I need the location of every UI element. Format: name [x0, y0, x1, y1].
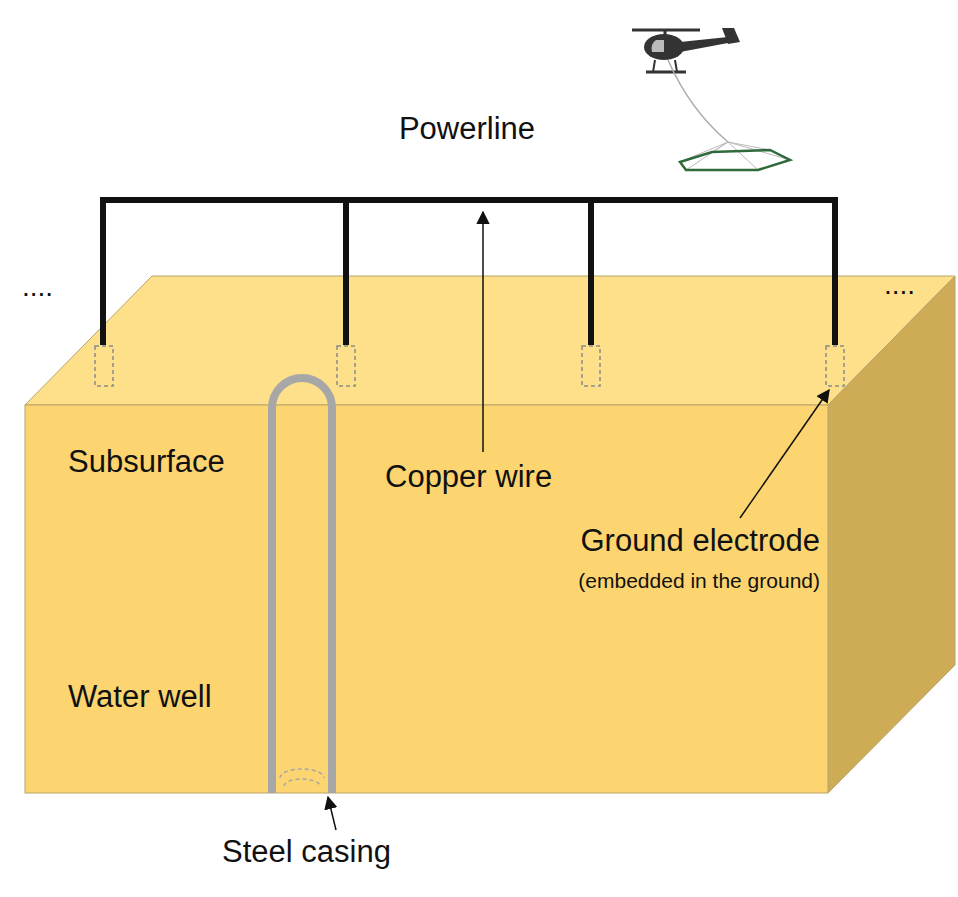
continuation-dots: ....: [22, 272, 53, 303]
suspension-lines: [680, 142, 790, 170]
title-label: Powerline: [399, 112, 535, 146]
casing-end: [284, 779, 320, 786]
part-label: Water well: [68, 680, 212, 714]
ground-electrode: [337, 346, 355, 386]
part-label: Copper wire: [385, 460, 552, 494]
part-label: Ground electrode: [580, 524, 820, 558]
ground-electrode: [582, 346, 600, 386]
tow-cable: [668, 60, 728, 142]
powerline: [103, 200, 835, 345]
leader-arrow: [482, 212, 484, 452]
ground-side: [828, 276, 955, 793]
helicopter: [632, 28, 740, 72]
leader-arrow: [740, 390, 829, 518]
ground-front: [25, 405, 828, 793]
note-label: (embedded in the ground): [578, 569, 820, 592]
continuation-dots: ....: [884, 270, 915, 301]
ground-top: [25, 276, 955, 405]
casing-end: [280, 769, 324, 778]
em-loop: [680, 150, 790, 170]
region-label: Subsurface: [68, 445, 225, 479]
ground-electrode: [95, 346, 113, 386]
steel-casing: [272, 378, 332, 793]
part-label: Steel casing: [222, 835, 391, 869]
leader-arrow: [328, 797, 336, 830]
ground-electrode: [826, 346, 844, 386]
